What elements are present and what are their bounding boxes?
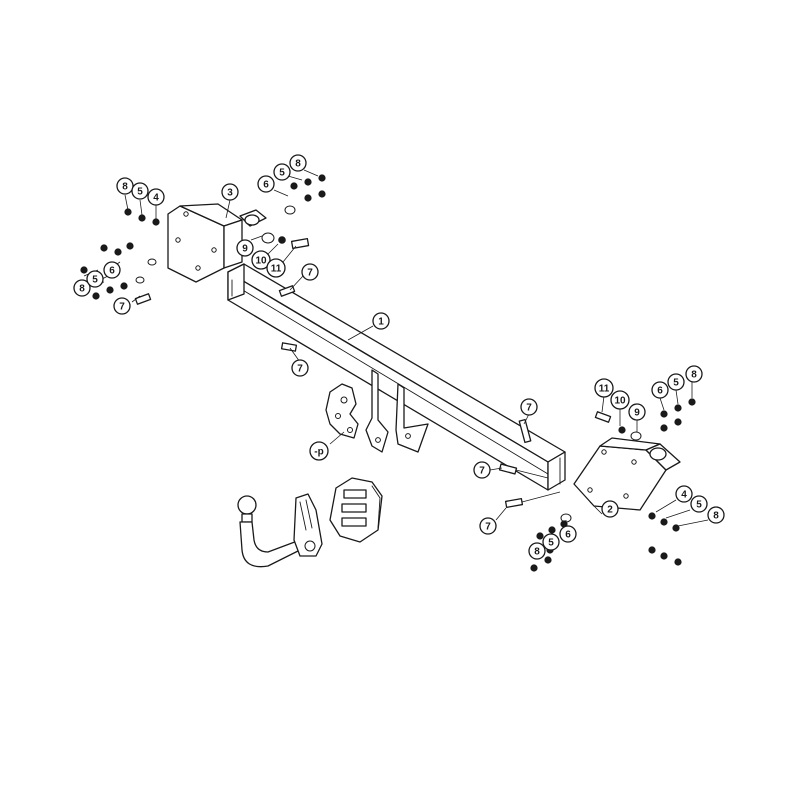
right-bracket — [573, 437, 681, 511]
callout-6: 6 — [651, 381, 669, 399]
callout-9: 9 — [628, 403, 646, 421]
callout-8: 8 — [685, 365, 703, 383]
svg-text:11: 11 — [599, 384, 610, 395]
svg-text:1: 1 — [378, 317, 384, 328]
svg-text:-p: -p — [314, 447, 323, 458]
svg-text:2: 2 — [607, 505, 613, 516]
callout-p: -p — [309, 441, 329, 461]
callout-8: 8 — [116, 177, 134, 195]
svg-text:9: 9 — [634, 408, 640, 419]
svg-text:6: 6 — [657, 386, 663, 397]
svg-text:7: 7 — [119, 302, 125, 313]
callout-5: 5 — [667, 373, 685, 391]
callout-11: 11 — [266, 258, 286, 278]
svg-text:11: 11 — [271, 264, 282, 275]
tow-ball-neck — [237, 493, 323, 568]
svg-text:4: 4 — [681, 490, 687, 501]
svg-text:5: 5 — [548, 538, 554, 549]
svg-text:10: 10 — [614, 396, 626, 407]
callout-7: 7 — [520, 398, 538, 416]
svg-text:9: 9 — [242, 244, 248, 255]
callout-7: 7 — [301, 263, 319, 281]
svg-text:7: 7 — [297, 364, 303, 375]
left-bracket — [167, 203, 267, 283]
fasteners — [80, 174, 696, 572]
callout-4: 4 — [147, 188, 165, 206]
callout-10: 10 — [251, 250, 271, 270]
callout-2: 2 — [601, 500, 619, 518]
svg-text:5: 5 — [673, 378, 679, 389]
crossbar — [227, 263, 566, 491]
callout-7: 7 — [473, 461, 491, 479]
svg-text:7: 7 — [307, 268, 313, 279]
svg-text:8: 8 — [691, 370, 697, 381]
svg-text:5: 5 — [92, 275, 98, 286]
callout-1: 1 — [372, 312, 390, 330]
callout-5: 5 — [690, 495, 708, 513]
callout-5: 5 — [86, 270, 104, 288]
svg-text:7: 7 — [485, 522, 491, 533]
callout-8: 8 — [289, 154, 307, 172]
svg-text:8: 8 — [534, 547, 540, 558]
svg-text:7: 7 — [526, 403, 532, 414]
svg-text:5: 5 — [279, 168, 285, 179]
callout-5: 5 — [131, 182, 149, 200]
svg-text:5: 5 — [696, 500, 702, 511]
svg-text:6: 6 — [109, 266, 115, 277]
callout-7: 7 — [113, 297, 131, 315]
callout-7: 7 — [291, 359, 309, 377]
svg-text:3: 3 — [227, 188, 233, 199]
svg-text:7: 7 — [479, 466, 485, 477]
callout-10: 10 — [610, 390, 630, 410]
callout-5: 5 — [542, 533, 560, 551]
callout-11: 11 — [594, 378, 614, 398]
callout-3: 3 — [221, 183, 239, 201]
socket-plate — [325, 383, 359, 439]
callout-9: 9 — [236, 239, 254, 257]
svg-text:10: 10 — [255, 256, 267, 267]
svg-text:4: 4 — [153, 193, 159, 204]
svg-text:5: 5 — [137, 187, 143, 198]
callouts: 8 5 4 3 6 5 8 9 10 11 7 7 7 1 -p 7 7 7 1… — [73, 154, 725, 560]
receiver-housing — [329, 477, 383, 543]
callout-8: 8 — [73, 279, 91, 297]
callout-7: 7 — [479, 517, 497, 535]
callout-6: 6 — [559, 525, 577, 543]
callout-8: 8 — [528, 542, 546, 560]
callout-6: 6 — [257, 175, 275, 193]
callout-6: 6 — [103, 261, 121, 279]
svg-text:6: 6 — [263, 180, 269, 191]
svg-text:8: 8 — [713, 511, 719, 522]
svg-text:8: 8 — [79, 284, 85, 295]
svg-text:6: 6 — [565, 530, 571, 541]
svg-text:8: 8 — [122, 182, 128, 193]
svg-text:8: 8 — [295, 159, 301, 170]
drop-plates — [365, 369, 429, 453]
callout-5: 5 — [273, 163, 291, 181]
callout-8: 8 — [707, 506, 725, 524]
callout-4: 4 — [675, 485, 693, 503]
